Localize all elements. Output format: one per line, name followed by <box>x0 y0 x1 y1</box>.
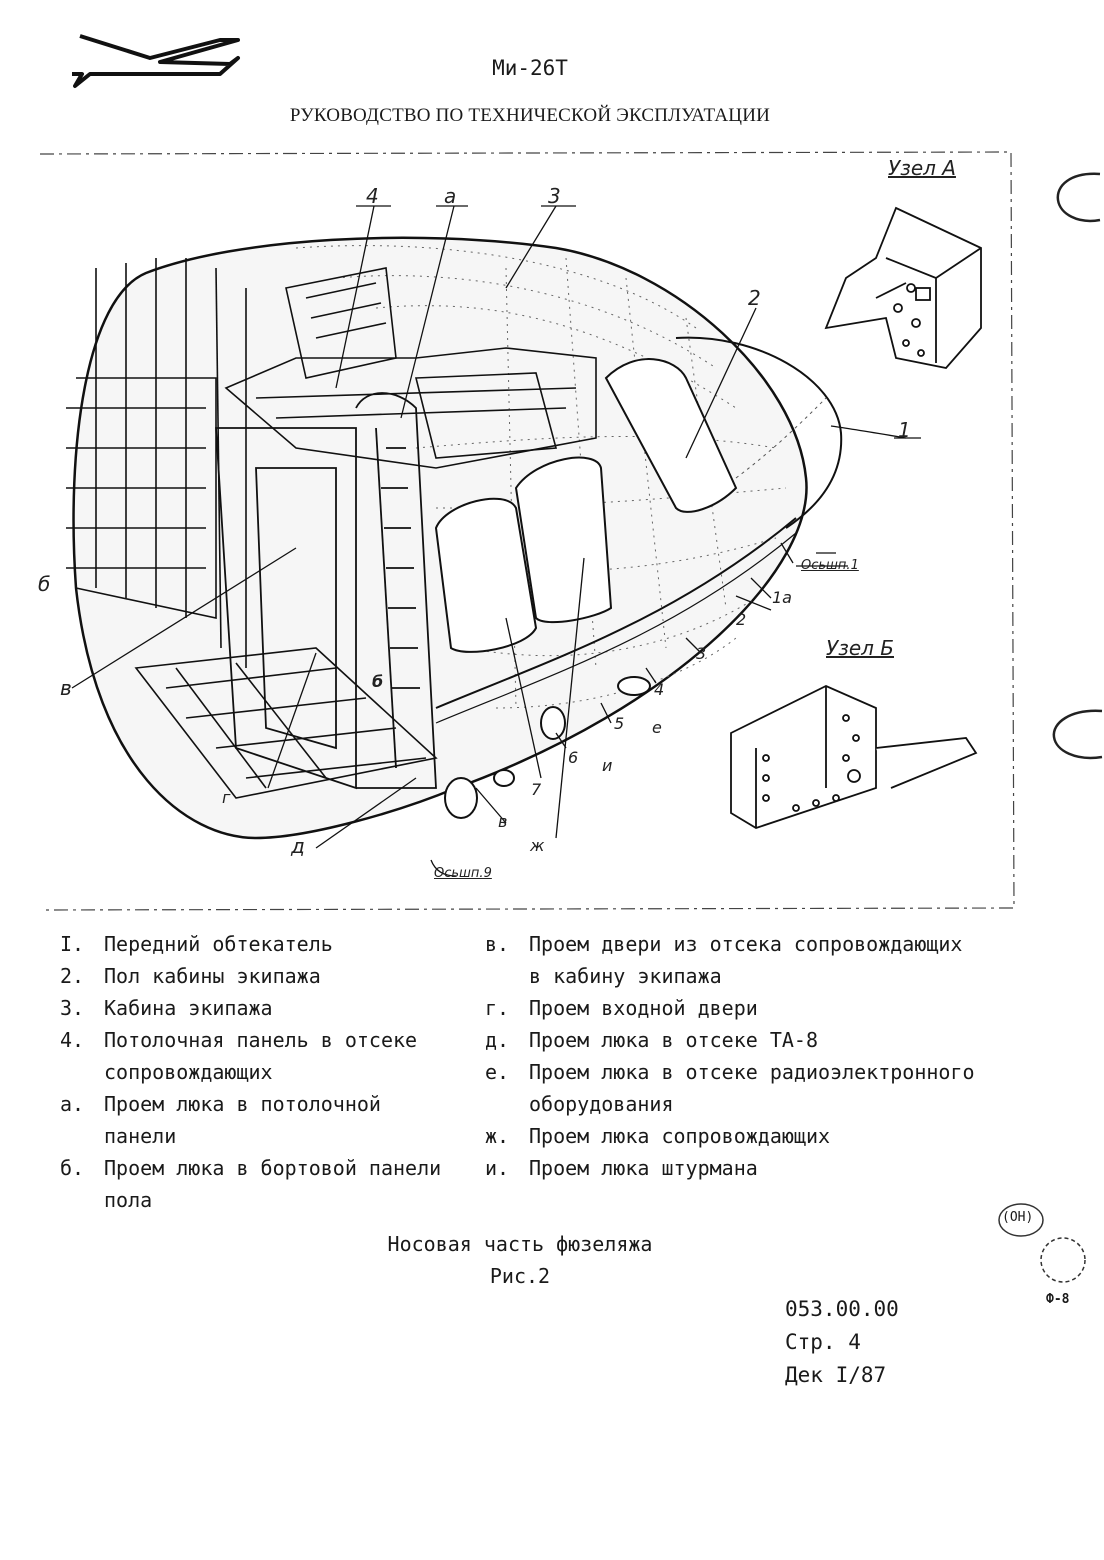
node-a-detail <box>824 206 982 369</box>
callout-v: в <box>60 676 72 700</box>
callout-a: а <box>444 184 457 208</box>
legend-item: б. Проем люка в бортовой панели пола <box>60 1152 460 1216</box>
fuselage-nose-drawing: Узел А Узел Б 4 а 3 2 1 Осьшп.1 1а 2 3 4… <box>36 148 1016 913</box>
figure-number: Рис.2 <box>489 1264 551 1288</box>
callout-zh: ж <box>530 836 545 855</box>
legend-key: б. <box>60 1156 85 1180</box>
stamp-text: (ОН) <box>1002 1210 1034 1225</box>
revision-date: Дек I/87 <box>785 1363 887 1387</box>
legend-item: д. Проем люка в отсеке ТА-8 <box>485 1024 985 1056</box>
legend-key: 2. <box>60 964 85 988</box>
callout-2-top: 2 <box>748 286 761 310</box>
legend-text: Потолочная панель в отсеке сопровождающи… <box>104 1028 418 1084</box>
callout-5: 5 <box>614 714 625 733</box>
node-b-detail <box>730 685 978 829</box>
legend-text: Проем входной двери <box>529 996 758 1020</box>
callout-node-a: Узел А <box>888 156 956 180</box>
legend-text: Проем двери из отсека сопровождающих в к… <box>529 932 963 988</box>
inspection-stamp: (ОН) <box>996 1200 1046 1240</box>
callout-1a: 1а <box>772 588 792 607</box>
figure-caption: Носовая часть фюзеляжа <box>387 1232 653 1256</box>
callout-3-right: 3 <box>696 644 707 663</box>
legend-key: 4. <box>60 1028 85 1052</box>
callout-4-right: 4 <box>654 680 665 699</box>
legend-item: 3. Кабина экипажа <box>60 992 460 1024</box>
stamp-oval-icon <box>998 1203 1044 1237</box>
callout-4-top: 4 <box>366 184 379 208</box>
legend-text: Проем люка в отсеке радиоэлектронного об… <box>529 1060 975 1116</box>
legend-key: а. <box>60 1092 85 1116</box>
callout-frame-1: Осьшп.1 <box>801 558 859 573</box>
legend-text: Проем люка в отсеке ТА-8 <box>529 1028 818 1052</box>
legend-key: г. <box>485 996 510 1020</box>
drawing-svg <box>39 151 1015 911</box>
callout-7: 7 <box>531 780 542 799</box>
legend-key: ж. <box>485 1124 510 1148</box>
legend-item: г. Проем входной двери <box>485 992 985 1024</box>
aircraft-model: Ми-26Т <box>492 56 568 80</box>
legend-key: I. <box>60 932 85 956</box>
legend-item: и. Проем люка штурмана <box>485 1152 985 1184</box>
legend-text: Проем люка в бортовой панели пола <box>104 1156 442 1212</box>
legend-text: Пол кабины экипажа <box>104 964 321 988</box>
legend-key: и. <box>485 1156 510 1180</box>
legend-text: Передний обтекатель <box>104 932 333 956</box>
document-info: 053.00.00 Стр. 4 Дек I/87 <box>785 1293 899 1392</box>
callout-frame-9: Осьшп.9 <box>434 866 492 881</box>
circular-stamp-icon <box>1040 1237 1086 1283</box>
legend-text: Кабина экипажа <box>104 996 273 1020</box>
manual-title: РУКОВОДСТВО ПО ТЕХНИЧЕСКОЙ ЭКСПЛУАТАЦИИ <box>289 105 771 126</box>
document-code: 053.00.00 <box>785 1297 899 1321</box>
legend-item: 2. Пол кабины экипажа <box>60 960 460 992</box>
legend-item: а. Проем люка в потолочной панели <box>60 1088 460 1152</box>
binder-hole-icon <box>1052 709 1103 760</box>
legend-text: Проем люка в потолочной панели <box>104 1092 381 1148</box>
legend-item: в. Проем двери из отсека сопровождающих … <box>485 928 985 992</box>
legend-item: е. Проем люка в отсеке радиоэлектронного… <box>485 1056 985 1120</box>
callout-1: 1 <box>898 418 911 442</box>
callout-b: б <box>38 572 51 596</box>
callout-e: е <box>652 718 662 737</box>
page-number: Стр. 4 <box>785 1330 861 1354</box>
callout-b-inner: б <box>372 672 384 691</box>
callout-d: д <box>291 834 305 858</box>
callout-g: г <box>222 788 231 807</box>
legend-key: 3. <box>60 996 85 1020</box>
legend-key: в. <box>485 932 510 956</box>
binder-hole-icon <box>1056 172 1101 223</box>
helicopter-logo-icon <box>72 34 240 88</box>
legend-item: I. Передний обтекатель <box>60 928 460 960</box>
legend-right: в. Проем двери из отсека сопровождающих … <box>485 928 985 1184</box>
legend-key: д. <box>485 1028 510 1052</box>
legend-item: 4. Потолочная панель в отсеке сопровожда… <box>60 1024 460 1088</box>
legend-key: е. <box>485 1060 510 1084</box>
callout-node-b: Узел Б <box>826 636 894 660</box>
legend-text: Проем люка штурмана <box>529 1156 758 1180</box>
legend-left: I. Передний обтекатель 2. Пол кабины эки… <box>60 928 460 1216</box>
callout-2-right: 2 <box>736 610 747 629</box>
callout-3-top: 3 <box>548 184 561 208</box>
callout-6: 6 <box>568 748 579 767</box>
callout-v-bottom: в <box>498 812 508 831</box>
form-code: Ф-8 <box>1046 1292 1070 1307</box>
legend-text: Проем люка сопровождающих <box>529 1124 831 1148</box>
callout-i: и <box>602 756 613 775</box>
legend-item: ж. Проем люка сопровождающих <box>485 1120 985 1152</box>
